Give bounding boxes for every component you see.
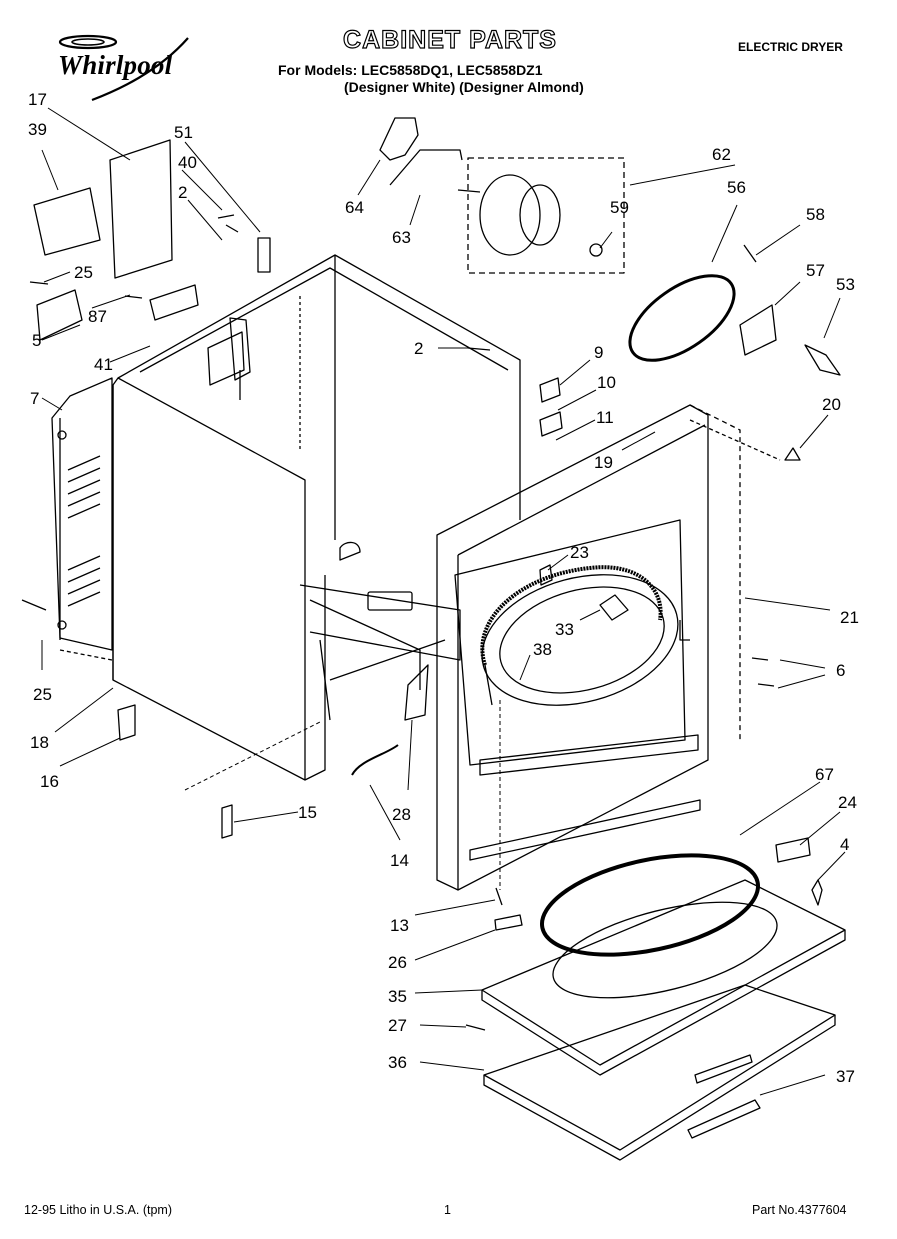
rear-panel [51,377,113,661]
base-panel [481,879,846,1076]
callout-5: 5 [32,331,41,350]
switch-9 [539,377,561,403]
switch-10 [539,411,563,437]
callout-4: 4 [840,835,849,854]
idler-pulley-53 [804,344,841,376]
leveling-leg-16 [117,704,136,741]
callout-62: 62 [712,145,731,164]
drum-light-20 [784,447,801,461]
page-title: CABINET PARTS [342,25,557,54]
bracket-17 [109,139,173,279]
callout-27: 27 [388,1016,407,1035]
front-panel [436,404,781,891]
callout-6: 6 [836,661,845,680]
callout-10: 10 [597,373,616,392]
door-switch-33 [599,594,629,621]
callout-59: 59 [610,198,629,217]
callout-28: 28 [392,805,411,824]
callout-9: 9 [594,343,603,362]
part-number: Part No.4377604 [752,1203,847,1217]
callout-64: 64 [345,198,364,217]
callout-11: 11 [596,408,614,427]
callout-14: 14 [390,851,409,870]
callout-7: 7 [30,389,39,408]
bracket-51 [257,237,271,273]
callout-24: 24 [838,793,857,812]
callout-87: 87 [88,307,107,326]
callout-13: 13 [390,916,409,935]
leader-lines [41,107,846,1096]
motor-box [467,157,625,274]
callout-21: 21 [840,608,859,627]
print-info: 12-95 Litho in U.S.A. (tpm) [24,1203,172,1217]
drive-belt [628,274,736,362]
idler-bracket-57 [739,304,777,356]
variants-line: (Designer White) (Designer Almond) [344,79,584,95]
callout-23: 23 [570,543,589,562]
pad-26 [494,914,523,931]
callout-58: 58 [806,205,825,224]
callout-25b: 25 [33,685,52,704]
callout-57: 57 [806,261,825,280]
callout-56: 56 [727,178,746,197]
callout-36: 36 [388,1053,407,1072]
bulkhead-seal [539,853,761,957]
door-catch-24 [775,837,811,863]
callout-2b: 2 [414,339,423,358]
callout-37: 37 [836,1067,855,1086]
callout-63: 63 [392,228,411,247]
callout-33: 33 [555,620,574,639]
whirlpool-logo: Whirlpool [48,32,198,102]
screws [21,214,775,1031]
logo-swoosh-graphic [58,34,189,102]
product-type: ELECTRIC DRYER [738,40,843,54]
clip-15 [221,804,233,839]
bracket-41 [149,284,199,321]
door-seal [480,565,663,706]
callout-39: 39 [28,120,47,139]
bracket-64 [379,117,419,161]
motor [457,174,603,257]
models-line: For Models: LEC5858DQ1, LEC5858DZ1 [278,62,543,78]
top-panel [483,984,836,1161]
callout-25a: 25 [74,263,93,282]
callout-19: 19 [594,453,613,472]
callout-18: 18 [30,733,49,752]
terminal-block-39 [33,187,101,256]
callout-17: 17 [28,90,47,109]
callout-41: 41 [94,355,113,374]
callout-16: 16 [40,772,59,791]
callout-51: 51 [174,123,193,142]
strike-4 [811,879,823,906]
callout-26: 26 [388,953,407,972]
spring-14 [351,744,399,776]
cabinet-side-panel [112,377,326,781]
hinge-28 [404,664,429,721]
cabinet-body [117,254,521,721]
callout-67: 67 [815,765,834,784]
brand-name: Whirlpool [58,50,173,80]
callout-38: 38 [533,640,552,659]
page-number: 1 [444,1203,451,1217]
terminal-cover-5 [36,289,83,341]
callout-15: 15 [298,803,317,822]
callout-40: 40 [178,153,197,172]
callout-2a: 2 [178,183,187,202]
callout-20: 20 [822,395,841,414]
callout-labels: 17 39 51 40 2 25 87 5 41 7 64 63 62 59 5… [28,90,859,1086]
lamp-23 [539,564,553,586]
clip-63 [389,149,463,186]
kickplate-37 [687,1099,761,1139]
callout-35: 35 [388,987,407,1006]
callout-53: 53 [836,275,855,294]
